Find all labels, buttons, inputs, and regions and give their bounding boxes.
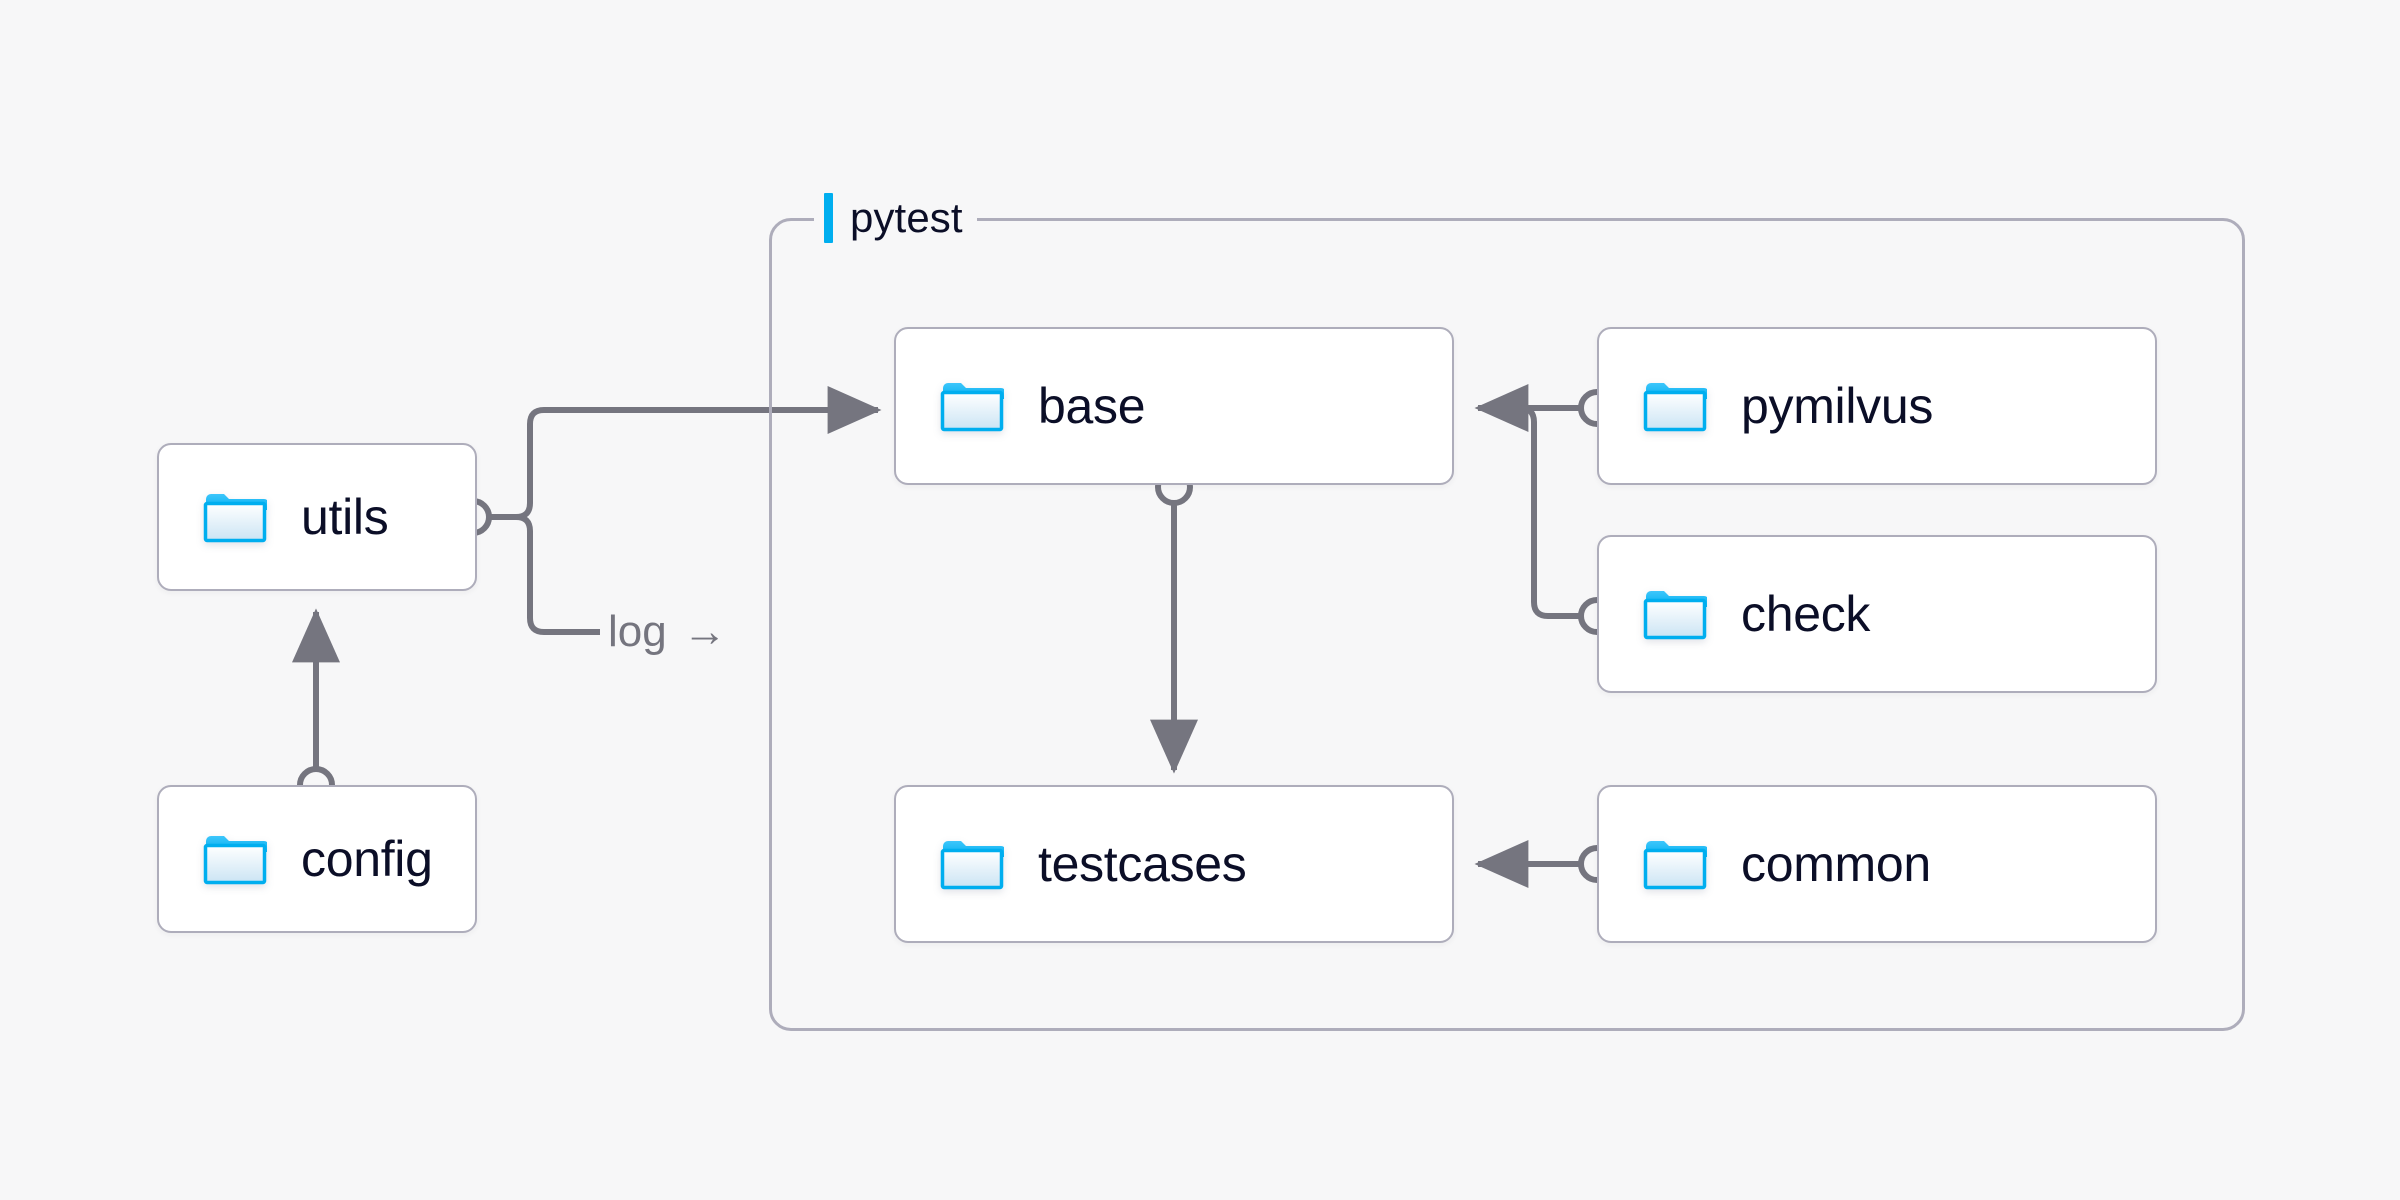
accent-bar-icon [824,193,833,243]
node-common-label: common [1741,836,1931,892]
edge-utils-to-log [515,514,600,635]
group-pytest[interactable] [769,218,2245,1031]
group-title: pytest [850,194,963,241]
folder-icon [1643,587,1707,641]
node-pymilvus[interactable]: pymilvus [1597,327,2157,485]
edge-label-log: log → [608,610,727,654]
node-check-label: check [1741,586,1871,642]
node-common[interactable]: common [1597,785,2157,943]
folder-icon [940,379,1004,433]
arrow-right-icon: → [682,607,727,656]
node-base[interactable]: base [894,327,1454,485]
folder-icon [203,490,267,544]
node-utils[interactable]: utils [157,443,477,591]
folder-icon [1643,837,1707,891]
node-config[interactable]: config [157,785,477,933]
node-pymilvus-label: pymilvus [1741,378,1934,434]
folder-icon [940,837,1004,891]
node-check[interactable]: check [1597,535,2157,693]
node-base-label: base [1038,378,1146,434]
folder-icon [1643,379,1707,433]
node-utils-label: utils [301,489,389,545]
node-config-label: config [301,831,433,887]
group-pytest-label: pytest [814,190,977,246]
node-testcases[interactable]: testcases [894,785,1454,943]
folder-icon [203,832,267,886]
node-testcases-label: testcases [1038,836,1247,892]
edge-label-log-text: log [608,607,667,656]
